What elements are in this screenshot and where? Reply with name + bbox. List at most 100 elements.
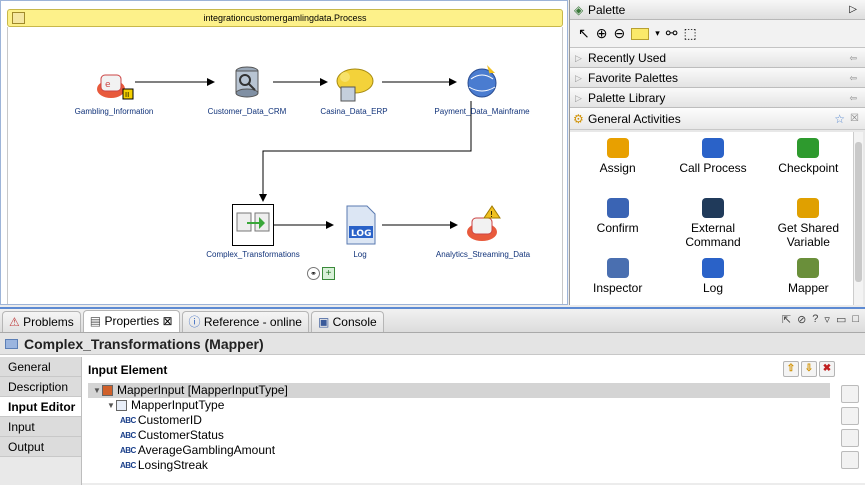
problems-icon: ⚠ [9,315,24,329]
palette-item[interactable]: Get Shared Variable [761,192,856,252]
pin-view-icon[interactable]: ⇱ [781,314,792,326]
help-icon[interactable]: ? [812,313,819,325]
node-log[interactable]: LOG Log [305,204,415,259]
section-header: Input Element ⇧ ⇩ ✖ [84,357,865,383]
move-down-icon[interactable]: ⇩ [801,361,817,377]
tab-label: Problems [23,315,74,329]
view-tabs: ⚠ Problems ▤ Properties ⊠ ⓘ Reference - … [0,309,865,333]
collapse-palette-icon[interactable]: ▷ [849,4,857,15]
tab-console[interactable]: ▣ Console [310,311,384,332]
drawer-recently-used[interactable]: ▷ Recently Used ⇦ [570,48,865,68]
view-menu-icon[interactable]: ▿ [824,314,830,326]
close-icon[interactable]: ☒ [850,113,859,124]
minimize-icon[interactable]: ▭ [835,314,847,326]
side-tab[interactable]: General [0,357,81,377]
drawer-label: Recently Used [588,51,667,65]
process-icon [12,12,25,24]
move-up-icon[interactable]: ⇧ [783,361,799,377]
side-tab[interactable]: Description [0,377,81,397]
svg-text:!: ! [490,210,493,219]
tab-reference-online[interactable]: ⓘ Reference - online [181,311,309,332]
palette-item-label: Log [702,281,723,295]
wire-mainframe-complex [259,101,472,202]
complex-type-icon[interactable] [841,429,859,447]
tab-problems[interactable]: ⚠ Problems [2,311,81,332]
properties-view: ⚠ Problems ▤ Properties ⊠ ⓘ Reference - … [0,307,865,485]
palette-toolbar: ↖ ⊕ ⊖ ▾ ⚯ ⬚ [570,20,865,48]
palette-item[interactable]: Inspector [570,252,665,305]
link-tool-icon[interactable]: ⚯ [665,25,678,41]
palette-item[interactable]: Checkpoint [761,132,856,192]
palette-item-label: Get Shared Variable [777,221,840,249]
palette-item[interactable]: External Command [665,192,760,252]
pin-icon[interactable]: ⇦ [849,73,857,83]
select-arrow-icon[interactable]: ↖ [578,25,590,41]
tree-label: CustomerStatus [137,428,224,442]
pin-icon[interactable]: ⇦ [849,53,857,63]
node-casina-data-erp[interactable]: Casina_Data_ERP [299,61,409,116]
svg-text:LOG: LOG [351,229,371,239]
node-payment-data-mainframe[interactable]: Payment_Data_Mainframe [427,61,537,116]
drawer-favorite-palettes[interactable]: ▷Favorite Palettes⇦ [570,68,865,88]
side-tab[interactable]: Output [0,437,81,457]
node-complex-transformations[interactable]: Complex_Transformations [198,204,308,259]
link-icon[interactable]: ⚭ [307,267,320,280]
node-label: Log [353,250,367,259]
drawer-palette-library[interactable]: ▷Palette Library⇦ [570,88,865,108]
pin-icon[interactable]: ⇦ [849,93,857,103]
string-type-icon: ABC [120,446,136,455]
side-tab[interactable]: Input Editor [0,397,81,417]
scroll-thumb[interactable] [855,142,862,282]
section-title: Input Element [88,363,168,377]
expand-toggle-icon[interactable]: ▼ [93,386,101,395]
add-child-icon[interactable] [841,385,859,403]
process-title-bar[interactable]: integrationcustomergamlingdata.Process [7,9,563,27]
palette-scrollbar[interactable] [853,132,863,305]
zoom-out-icon[interactable]: ⊖ [613,25,626,41]
add-icon[interactable]: + [322,267,335,280]
node-customer-data-crm[interactable]: Customer_Data_CRM [192,61,302,116]
node-label: Casina_Data_ERP [320,107,388,116]
tab-label: Reference - online [203,315,302,329]
expand-icon: ▷ [575,73,582,83]
palette-item[interactable]: Confirm [570,192,665,252]
palette-header[interactable]: ◈ Palette ▷ [570,0,865,20]
palette-item[interactable]: Call Process [665,132,760,192]
console-icon: ▣ [317,315,333,329]
drawer-general-activities[interactable]: ⚙ General Activities ☆ ☒ [570,108,865,130]
maximize-icon[interactable]: □ [852,313,859,325]
zoom-in-icon[interactable]: ⊕ [595,25,608,41]
palette-item[interactable]: Mapper [761,252,856,305]
string-type-icon[interactable] [841,407,859,425]
palette-item[interactable]: Assign [570,132,665,192]
delete-icon[interactable]: ✖ [819,361,835,377]
database-icon [226,61,268,103]
star-icon[interactable]: ☆ [834,112,845,126]
tree-label: MapperInput [MapperInputType] [117,383,288,397]
side-tab[interactable]: Input [0,417,81,437]
tree-row[interactable]: ▼MapperInputType [88,398,830,413]
tree-row[interactable]: ▼ MapperInput [MapperInputType] [88,383,830,398]
marquee-icon[interactable]: ⬚ [683,25,697,41]
properties-icon: ▤ [89,314,105,328]
palette-item-label: Call Process [679,161,747,175]
palette-item[interactable]: Log [665,252,760,305]
note-icon[interactable] [631,27,650,40]
tree-label: CustomerID [137,413,202,427]
expand-toggle-icon[interactable]: ▼ [107,401,115,410]
any-element-icon[interactable] [841,451,859,469]
tab-properties[interactable]: ▤ Properties ⊠ [82,310,180,332]
process-canvas[interactable]: integrationcustomergamlingdata.Process e… [0,0,568,305]
expand-icon: ▷ [575,53,582,63]
dropdown-icon[interactable]: ▾ [655,28,660,38]
palette-title: Palette [588,3,626,17]
filter-icon[interactable]: ⊘ [797,314,807,326]
tree-label: LosingStreak [137,458,208,472]
node-analytics-streaming-data[interactable]: ! Analytics_Streaming_Data [428,204,538,259]
